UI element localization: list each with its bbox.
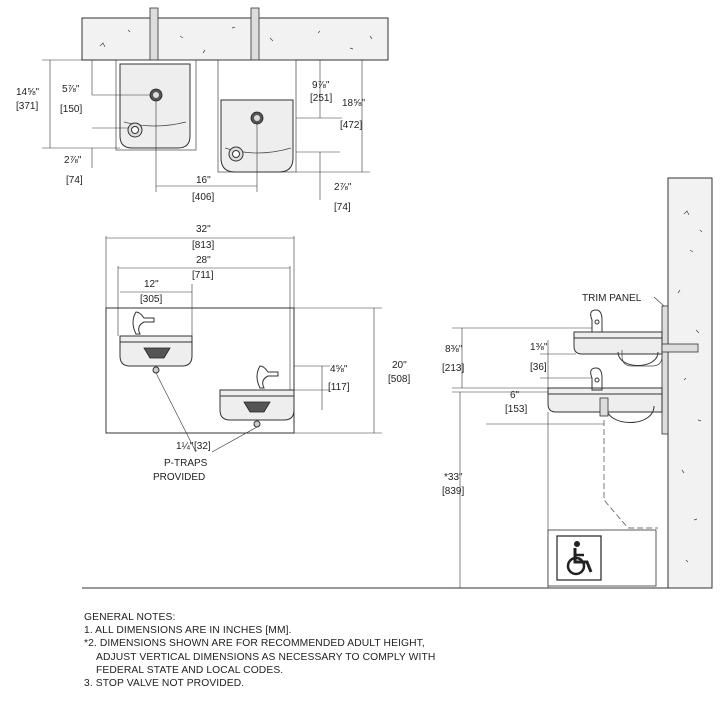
dim-front-height-mm: [508] bbox=[388, 374, 410, 385]
dim-top-spacing-mm: [406] bbox=[192, 192, 214, 203]
dim-ptrap-mm: [32] bbox=[194, 441, 211, 452]
dim-top-drop-right-mm: [74] bbox=[334, 202, 351, 213]
dim-front-inner-width-mm: [711] bbox=[192, 270, 214, 281]
top-view bbox=[42, 7, 389, 200]
note-2-line-2: ADJUST VERTICAL DIMENSIONS AS NECESSARY … bbox=[96, 651, 436, 663]
dim-side-height-mm: [839] bbox=[442, 486, 464, 497]
dim-front-width-mm: [813] bbox=[192, 240, 214, 251]
dim-front-unit-width-mm: [305] bbox=[140, 294, 162, 305]
dim-side-offset-mm: [213] bbox=[442, 363, 464, 374]
dim-front-height: 20" bbox=[392, 360, 407, 371]
ptraps-label-line1: P-TRAPS bbox=[164, 458, 208, 469]
dim-top-drop-right: 2⅞" bbox=[334, 182, 352, 193]
trim-panel-label: TRIM PANEL bbox=[582, 293, 642, 304]
dim-top-spout-left-mm: [150] bbox=[60, 104, 82, 115]
dim-top-spout-right: 9⅞" bbox=[312, 80, 330, 91]
dim-front-step: 4⅝" bbox=[330, 364, 348, 375]
wheelchair-icon bbox=[556, 535, 602, 581]
dim-top-spout-right-mm: [251] bbox=[310, 93, 332, 104]
general-notes: GENERAL NOTES: 1. ALL DIMENSIONS ARE IN … bbox=[84, 611, 514, 690]
note-1: 1. ALL DIMENSIONS ARE IN INCHES [MM]. bbox=[84, 625, 292, 637]
dim-side-offset: 8⅜" bbox=[445, 344, 463, 355]
note-2-line-3: FEDERAL STATE AND LOCAL CODES. bbox=[96, 664, 284, 676]
dim-front-unit-width: 12" bbox=[144, 279, 159, 290]
dim-side-depth: 6" bbox=[510, 390, 520, 401]
side-view bbox=[82, 177, 713, 589]
dim-front-width: 32" bbox=[196, 224, 211, 235]
note-2-line-1: *2. DIMENSIONS SHOWN ARE FOR RECOMMENDED… bbox=[84, 638, 425, 650]
dim-top-spout-left: 5⅞" bbox=[62, 84, 80, 95]
notes-heading: GENERAL NOTES: bbox=[84, 612, 176, 623]
dim-side-height: *33" bbox=[444, 472, 463, 483]
dim-top-drop-left: 2⅞" bbox=[64, 155, 82, 166]
dim-top-right-height: 18⅝" bbox=[342, 98, 365, 109]
dim-top-right-height-mm: [472] bbox=[340, 120, 362, 131]
dim-top-left-height-mm: [371] bbox=[16, 101, 38, 112]
dimension-labels: 14⅝" [371] 5⅞" [150] 9⅞" [251] 18⅝" [472… bbox=[16, 80, 642, 497]
dim-ptrap: 1¼" bbox=[176, 440, 194, 452]
dim-front-step-mm: [117] bbox=[328, 382, 350, 393]
dim-front-inner-width: 28" bbox=[196, 255, 211, 266]
dim-top-left-height: 14⅝" bbox=[16, 87, 39, 98]
dim-top-drop-left-mm: [74] bbox=[66, 175, 83, 186]
ptraps-label-line2: PROVIDED bbox=[153, 472, 205, 483]
front-view bbox=[105, 236, 382, 453]
dim-side-spout-mm: [36] bbox=[530, 362, 547, 373]
note-3: 3. STOP VALVE NOT PROVIDED. bbox=[84, 678, 245, 690]
dim-side-depth-mm: [153] bbox=[505, 404, 527, 415]
dim-top-spacing: 16" bbox=[196, 175, 211, 186]
dim-side-spout: 1⅜" bbox=[530, 342, 548, 353]
